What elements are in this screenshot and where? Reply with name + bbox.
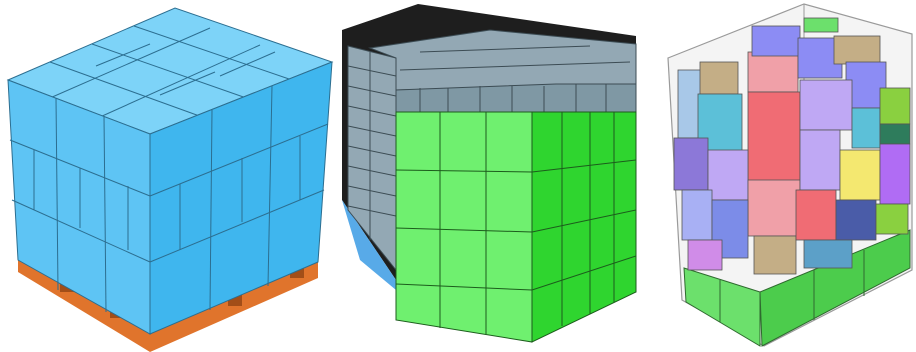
container-load-figure bbox=[340, 0, 640, 352]
green-box-side bbox=[532, 112, 636, 342]
green-box-front bbox=[396, 112, 532, 342]
container-load-svg bbox=[340, 0, 640, 352]
mixed-load-figure bbox=[664, 0, 916, 352]
pallet-load-svg bbox=[0, 0, 340, 352]
mixed-load-svg bbox=[664, 0, 916, 352]
pallet-load-figure bbox=[0, 0, 340, 352]
grey-box-top-row bbox=[370, 30, 636, 112]
